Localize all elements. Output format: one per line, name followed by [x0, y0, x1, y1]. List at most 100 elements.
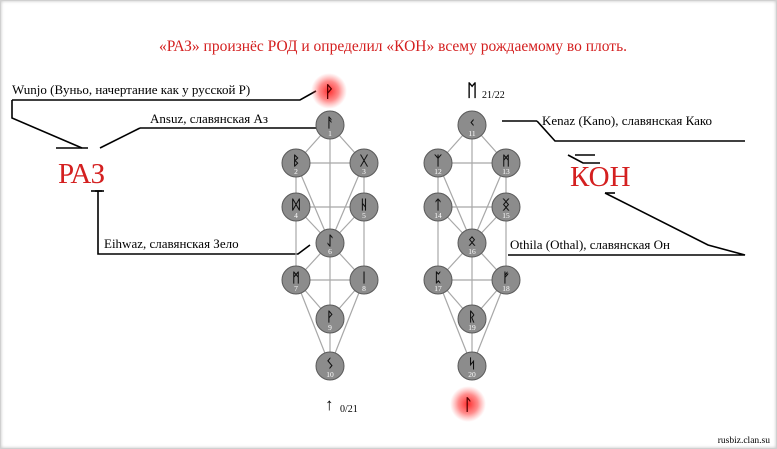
right-tree-node-circle [491, 192, 521, 222]
bottom-left-marker-glyph: ↑ [325, 395, 334, 414]
left-pointer-lines [11, 90, 317, 255]
right-tree-path [471, 279, 507, 367]
left-tree-node-rune: ᛒ [292, 153, 300, 168]
right-tree-node-circle [457, 304, 487, 334]
left-tree-node-circle [315, 228, 345, 258]
left-tree-node-number: 1 [328, 129, 332, 138]
left-tree-node-rune: ᚹ [326, 309, 334, 324]
right-tree-node-number: 15 [502, 211, 510, 220]
right-tree-node-number: 19 [468, 323, 476, 332]
left-tree-sephira-3: ᚷ3 [349, 148, 379, 178]
left-tree-node-circle [281, 148, 311, 178]
right-tree-node-rune: ᛝ [502, 197, 510, 212]
right-tree-node-rune: ᛏ [434, 197, 442, 212]
left-tree-node-rune: ᛗ [292, 270, 300, 285]
right-tree-sephira-13: ᛗ13 [491, 148, 521, 178]
left-tree-node-circle [315, 110, 345, 140]
right-tree-node-number: 14 [434, 211, 442, 220]
wunjo-label: Wunjo (Вуньо, начертание как у русской Р… [12, 82, 250, 97]
bottom-left-marker-label: 0/21 [340, 404, 358, 415]
right-tree-node-rune: ᛉ [434, 153, 442, 168]
wunjo-glow [311, 73, 347, 109]
right-tree-node-circle [491, 148, 521, 178]
left-tree-node-number: 3 [362, 167, 366, 176]
left-tree-node-circle [315, 304, 345, 334]
othila-label: Othila (Othal), славянская Он [510, 237, 670, 252]
right-tree-sephira-15: ᛝ15 [491, 192, 521, 222]
left-tree-node-number: 7 [294, 284, 298, 293]
left-tree-sephira-1: ᚨ1 [315, 110, 345, 140]
left-top-rune: ᚹ [324, 84, 334, 101]
right-tree-node-circle [457, 110, 487, 140]
bottom-glow [450, 386, 486, 422]
left-tree-path [329, 279, 365, 367]
kenaz-label: Kenaz (Kano), славянская Како [542, 113, 712, 128]
right-tree-node-number: 11 [468, 129, 475, 138]
right-tree-node-rune: ᚱ [468, 309, 476, 324]
left-tree-node-circle [349, 192, 379, 222]
left-tree-node-rune: ᚷ [359, 153, 368, 168]
left-tree-sephira-6: ᛇ6 [315, 228, 345, 258]
kon-word: КОН [570, 161, 631, 193]
left-tree-node-circle [281, 192, 311, 222]
left-tree-path [295, 279, 331, 367]
ansuz-label: Ansuz, славянская Аз [150, 111, 268, 126]
right-tree-path [437, 279, 473, 367]
right-tree-sephira-20: ᛋ20 [457, 351, 487, 381]
right-tree-node-number: 16 [468, 247, 476, 256]
left-tree-node-rune: ᛊ [326, 356, 334, 371]
left-tree-sephira-5: ᚺ5 [349, 192, 379, 222]
right-tree-node-circle [457, 351, 487, 381]
left-tree-sephira-4: ᛞ4 [281, 192, 311, 222]
right-tree-sephira-12: ᛉ12 [423, 148, 453, 178]
left-tree-node-circle [281, 265, 311, 295]
right-tree-node-rune: ᛟ [468, 233, 476, 248]
left-tree-sephira-7: ᛗ7 [281, 265, 311, 295]
right-tree-node-rune: ᛗ [502, 153, 510, 168]
left-tree-node-number: 10 [326, 370, 334, 379]
left-tree-node-number: 9 [328, 323, 332, 332]
right-tree-sephira-18: ᚠ18 [491, 265, 521, 295]
right-tree-node-circle [423, 265, 453, 295]
right-tree-node-circle [457, 228, 487, 258]
right-tree-node-rune: ᛈ [434, 270, 442, 285]
left-tree-node-rune: ᛞ [292, 197, 300, 212]
left-tree-sephira-9: ᚹ9 [315, 304, 345, 334]
right-tree-sephira-14: ᛏ14 [423, 192, 453, 222]
right-tree-node-number: 17 [434, 284, 442, 293]
top-right-marker-glyph: ᛖ [467, 81, 477, 100]
right-tree-node-rune: ᚲ [468, 115, 476, 130]
right-pointer-lines [502, 120, 746, 256]
eihwaz-label: Eihwaz, славянская Зело [104, 236, 239, 251]
site-watermark: rusbiz.clan.su [718, 436, 770, 446]
left-tree-sephira-10: ᛊ10 [315, 351, 345, 381]
right-tree-node-number: 13 [502, 167, 510, 176]
right-tree-node-circle [491, 265, 521, 295]
top-right-marker-label: 21/22 [482, 90, 505, 101]
raz-word: РАЗ [58, 158, 105, 190]
left-tree-node-rune: ᚨ [326, 115, 334, 130]
right-tree-node-rune: ᚠ [502, 270, 510, 285]
right-tree-node-rune: ᛋ [468, 356, 476, 371]
right-tree-node-circle [423, 192, 453, 222]
right-tree-sephira-17: ᛈ17 [423, 265, 453, 295]
right-bottom-rune: ᛚ [463, 397, 473, 414]
right-tree-node-number: 18 [502, 284, 510, 293]
left-tree-sephira-2: ᛒ2 [281, 148, 311, 178]
right-tree-node-circle [423, 148, 453, 178]
left-tree-node-circle [315, 351, 345, 381]
right-tree-sephira-19: ᚱ19 [457, 304, 487, 334]
diagram-title: «РАЗ» произнёс РОД и определил «КОН» все… [159, 38, 627, 55]
left-tree-node-number: 8 [362, 284, 366, 293]
left-tree-sephira-8: ᛁ8 [349, 265, 379, 295]
right-tree-sephira-11: ᚲ11 [457, 110, 487, 140]
left-tree-node-rune: ᛁ [360, 270, 368, 285]
left-tree-node-number: 6 [328, 247, 332, 256]
left-tree-node-circle [349, 148, 379, 178]
right-tree-node-number: 20 [468, 370, 476, 379]
left-tree-node-rune: ᛇ [326, 233, 334, 248]
right-tree-node-number: 12 [434, 167, 442, 176]
